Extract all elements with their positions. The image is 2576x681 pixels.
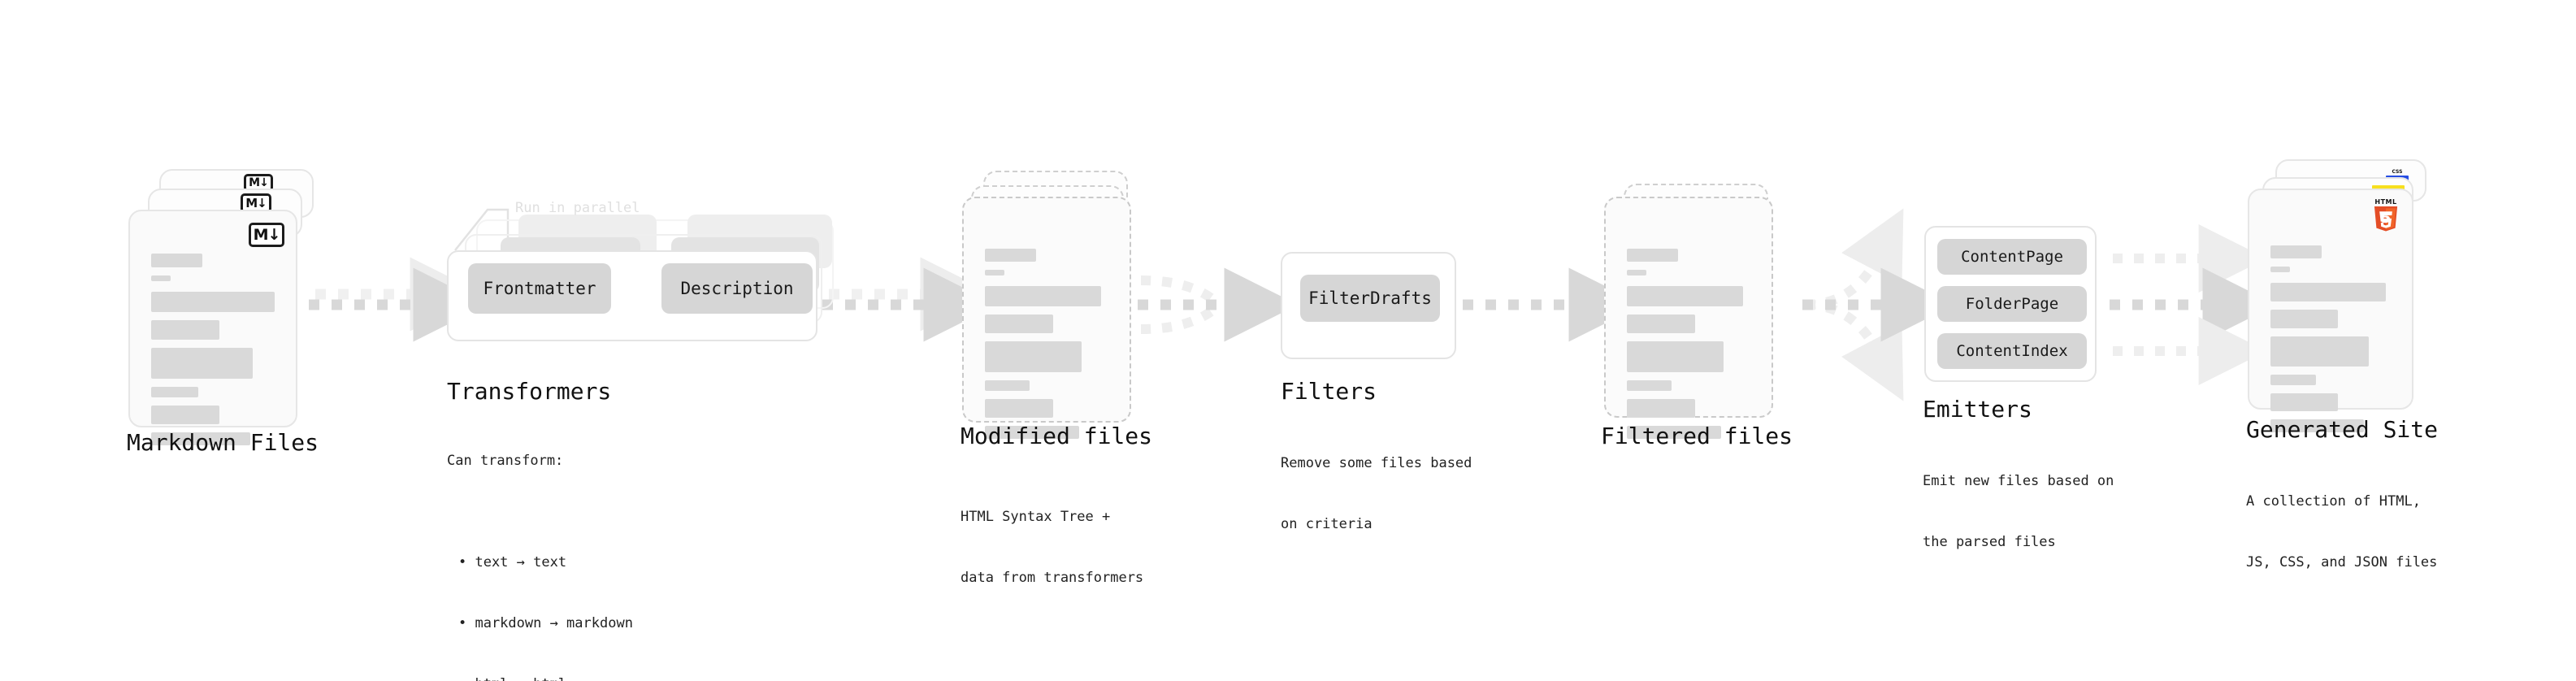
emitter-pill-folderpage[interactable]: FolderPage — [1937, 286, 2087, 322]
filtered-skeleton — [1627, 249, 1750, 447]
modified-card[interactable] — [962, 197, 1131, 439]
emitters-title: Emitters — [1923, 396, 2032, 423]
markdown-icon: M↓ — [249, 223, 284, 247]
markdown-files-title: Markdown Files — [127, 429, 319, 456]
emitter-pill-contentindex[interactable]: ContentIndex — [1937, 333, 2087, 369]
transformers-caption: Can transform: • text → text • markdown … — [447, 410, 633, 681]
transformers-caption-item-1: • markdown → markdown — [458, 615, 633, 631]
html5-icon-label: HTML — [2374, 198, 2397, 206]
generated-card[interactable]: HTML 5 — [2248, 189, 2413, 432]
arrow-transformers-to-modified — [822, 257, 998, 342]
html5-shield — [2374, 206, 2398, 232]
generated-skeleton — [2270, 245, 2391, 440]
transformers-caption-list: • text → text • markdown → markdown • ht… — [458, 512, 633, 681]
transformer-pill-description[interactable]: Description — [661, 263, 813, 314]
modified-skeleton — [985, 249, 1108, 447]
emitter-pill-contentpage[interactable]: ContentPage — [1937, 239, 2087, 275]
transformers-caption-heading: Can transform: — [447, 453, 564, 469]
markdown-skeleton — [151, 254, 275, 453]
filters-caption-line-2: on criteria — [1281, 516, 1373, 532]
emitters-caption-line-1: Emit new files based on — [1923, 473, 2114, 489]
filtered-card[interactable] — [1604, 197, 1773, 439]
filters-box[interactable]: FilterDrafts — [1281, 252, 1456, 359]
generated-site-title: Generated Site — [2246, 416, 2439, 443]
modified-files-title: Modified files — [961, 423, 1153, 449]
html5-icon-digit: 5 — [2380, 210, 2392, 227]
generated-caption-line-2: JS, CSS, and JSON files — [2246, 554, 2438, 570]
filtered-files-title: Filtered files — [1601, 423, 1793, 449]
filters-caption-line-1: Remove some files based — [1281, 455, 1472, 471]
arrow-emitters-to-generated — [2110, 224, 2277, 385]
emitters-box[interactable]: ContentPage FolderPage ContentIndex — [1924, 226, 2097, 382]
modified-files-caption: HTML Syntax Tree + data from transformer… — [961, 466, 1143, 629]
modified-caption-line-2: data from transformers — [961, 570, 1144, 586]
filters-caption: Remove some files based on criteria — [1281, 413, 1472, 575]
arrow-markdown-to-transformers — [309, 257, 488, 342]
transformers-caption-item-2: • html → html — [458, 674, 633, 681]
modified-caption-line-1: HTML Syntax Tree + — [961, 509, 1111, 525]
run-in-parallel-label: Run in parallel — [515, 200, 640, 216]
arrow-modified-to-filters — [1138, 267, 1299, 342]
css-icon-label: CSS — [2392, 169, 2403, 175]
generated-caption-line-1: A collection of HTML, — [2246, 493, 2421, 510]
transformer-pill-frontmatter[interactable]: Frontmatter — [468, 263, 611, 314]
html5-icon: HTML 5 — [2370, 198, 2402, 236]
emitters-caption: Emit new files based on the parsed files — [1923, 431, 2114, 593]
emitters-caption-line-2: the parsed files — [1923, 534, 2056, 550]
transformers-box[interactable]: Frontmatter Description — [447, 250, 817, 341]
filters-title: Filters — [1281, 378, 1377, 405]
markdown-card[interactable]: M↓ — [128, 210, 297, 445]
transformers-caption-item-0: • text → text — [458, 554, 567, 570]
generated-site-caption: A collection of HTML, JS, CSS, and JSON … — [2246, 451, 2437, 614]
transformers-title: Transformers — [447, 378, 612, 405]
arrow-filtered-to-emitters — [1802, 208, 1955, 401]
filter-pill-filterdrafts[interactable]: FilterDrafts — [1300, 275, 1440, 322]
